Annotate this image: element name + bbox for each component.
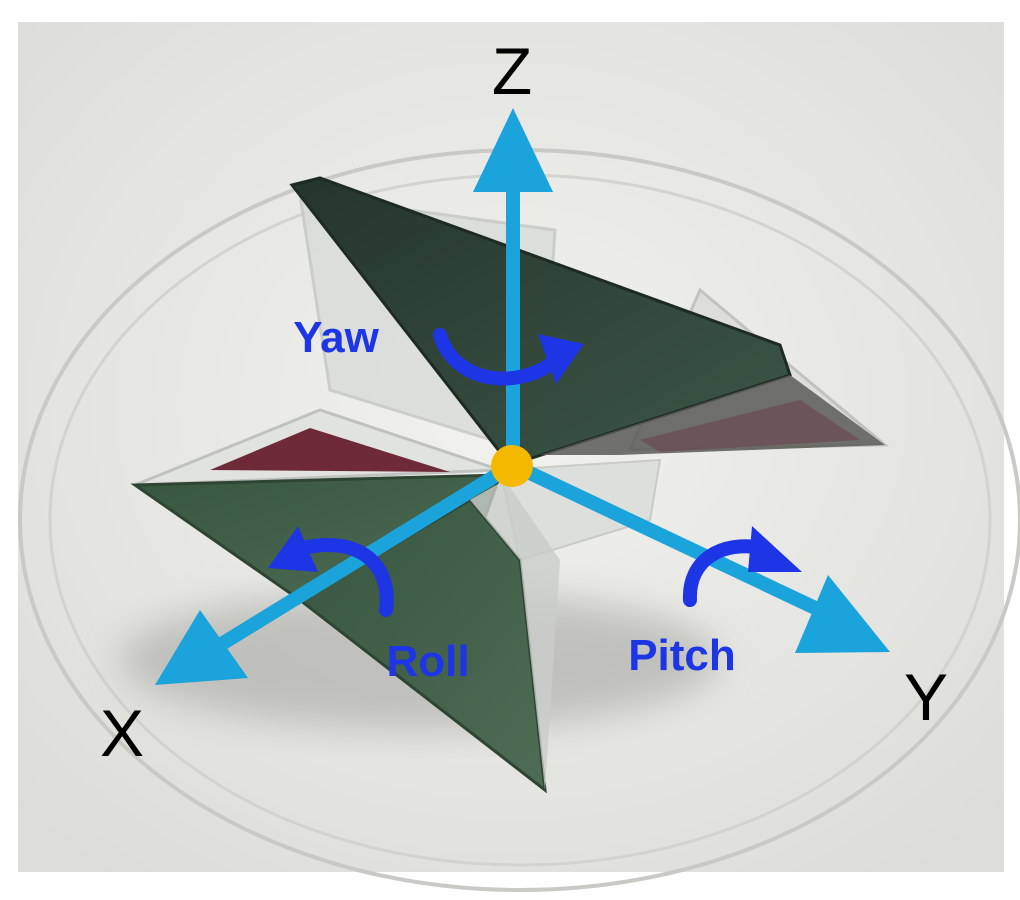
axes: [155, 108, 890, 685]
dark-top-panel: [289, 176, 792, 467]
pitch-arrowhead: [748, 526, 802, 572]
right-wing-maroon: [640, 400, 860, 452]
labels: Z X Y Yaw Roll Pitch: [100, 34, 948, 770]
y-axis-arrowhead: [795, 575, 890, 653]
yaw-arrow-arc: [433, 328, 563, 386]
origin-dot: [491, 445, 533, 487]
roll-label: Roll: [386, 637, 469, 686]
x-axis-arrowhead: [155, 610, 248, 685]
yaw-label: Yaw: [293, 313, 379, 362]
y-axis-label: Y: [904, 660, 948, 734]
roll-arrow-arc: [295, 537, 394, 617]
left-wing-maroon: [210, 428, 450, 472]
y-axis-line: [510, 458, 833, 622]
rotation-arrows: [268, 328, 802, 617]
pitch-arrow-arc: [682, 539, 769, 607]
clear-panel-bottom: [470, 480, 560, 790]
z-axis-label: Z: [492, 34, 532, 108]
yaw-arrowhead: [538, 334, 584, 384]
roll-arrowhead: [268, 526, 318, 572]
pitch-label: Pitch: [628, 631, 736, 680]
z-axis-arrowhead: [473, 108, 553, 192]
x-axis-label: X: [100, 696, 144, 770]
